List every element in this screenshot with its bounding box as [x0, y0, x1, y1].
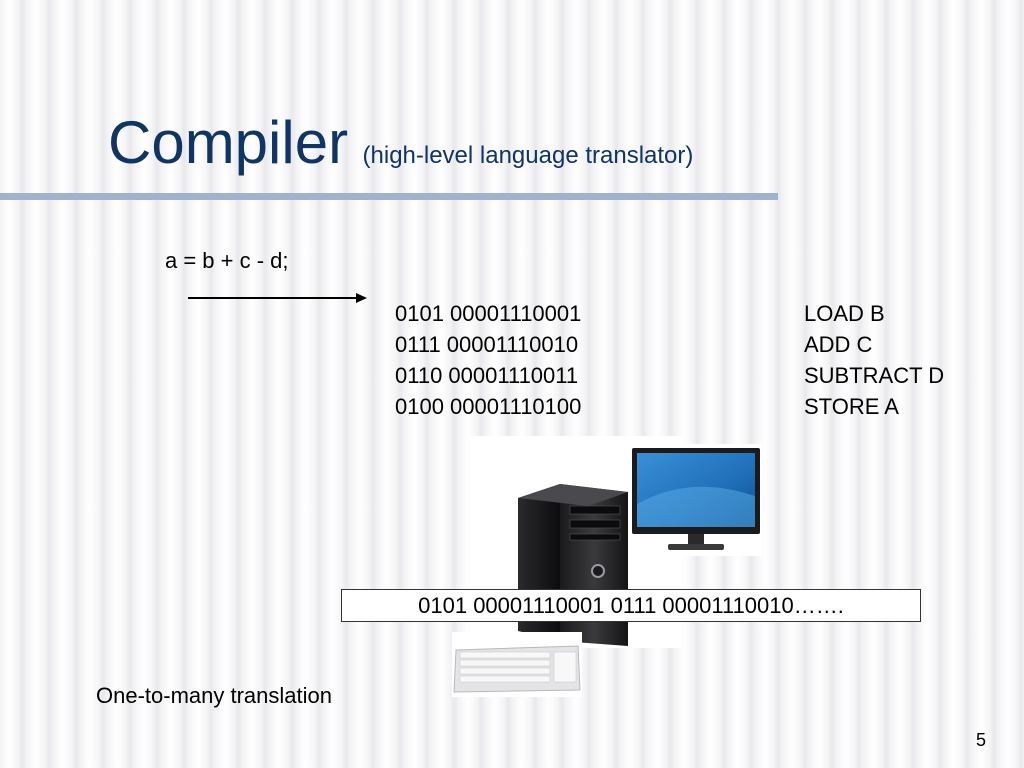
source-code-statement: a = b + c - d;	[165, 248, 289, 273]
assembly-line: STORE A	[804, 394, 899, 419]
assembly-line: LOAD B	[804, 301, 885, 326]
title-block: Compiler (high-level language translator…	[108, 108, 693, 177]
machine-code-line: 0110 00001110011	[395, 363, 579, 388]
binary-stream-text: 0101 00001110001 0111 00001110010…….	[418, 592, 844, 618]
slide-subtitle: (high-level language translator)	[362, 142, 694, 169]
machine-code-line: 0100 00001110100	[395, 394, 582, 419]
machine-code-list: 0101 00001110001 0111 00001110010 0110 0…	[395, 298, 581, 422]
keyboard-photo	[452, 632, 582, 697]
machine-code-line: 0111 00001110010	[395, 332, 579, 357]
monitor-icon	[632, 448, 760, 550]
slide-title: Compiler	[108, 109, 349, 176]
assembly-line: SUBTRACT D	[804, 363, 945, 388]
title-underline	[0, 193, 778, 200]
keyboard-icon	[453, 645, 581, 693]
translation-arrow-shaft	[188, 297, 358, 299]
translation-note: One-to-many translation	[96, 683, 332, 708]
binary-stream-box: 0101 00001110001 0111 00001110010…….	[341, 589, 921, 622]
page-number: 5	[976, 730, 987, 750]
translation-arrow-head	[356, 293, 367, 303]
assembly-list: LOAD B ADD C SUBTRACT D STORE A	[804, 298, 944, 422]
monitor-photo	[630, 444, 762, 556]
machine-code-line: 0101 00001110001	[395, 301, 582, 326]
assembly-line: ADD C	[804, 332, 873, 357]
